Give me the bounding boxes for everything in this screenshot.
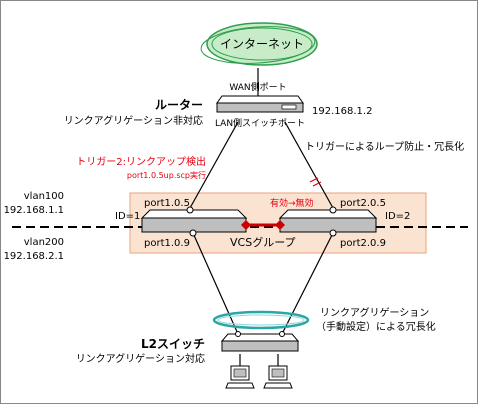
trigger-title: トリガー2:リンクアップ検出 [76, 155, 206, 168]
link-break-mark [309, 177, 322, 187]
vcs-port-right [275, 220, 285, 230]
loop-prevention-note: トリガーによるループ防止・冗長化 [305, 140, 464, 153]
l2-switch-subtitle: リンクアグリゲーション対応 [76, 352, 205, 365]
vcs-port-left [241, 220, 251, 230]
link-router-switch1 [189, 121, 239, 209]
internet-cloud [200, 22, 318, 66]
l2-switch-device [220, 333, 300, 352]
port-2-0-9: port2.0.9 [340, 238, 386, 249]
router-subtitle: リンクアグリゲーション非対応 [64, 114, 203, 127]
vlan200-ip: 192.168.2.1 [4, 251, 64, 262]
port-dots [186, 206, 337, 237]
switch1-id: ID=1 [115, 211, 140, 222]
lan-port-label: LAN側スイッチポート [215, 117, 305, 129]
link-switch1-l2 [192, 232, 239, 335]
link-router-switch2 [284, 121, 334, 209]
router-title: ルーター [155, 98, 203, 112]
internet-label: インターネット [220, 37, 304, 51]
state-change-label: 有効→無効 [270, 197, 314, 209]
switch2-id: ID=2 [385, 211, 410, 222]
link-aggregation-ring [212, 310, 310, 330]
connection-lines [189, 68, 334, 366]
vlan100-ip: 192.168.1.1 [4, 205, 64, 216]
port-2-0-5: port2.0.5 [340, 198, 386, 209]
vlan200-name: vlan200 [24, 237, 64, 248]
lag-title: リンクアグリゲーション [320, 306, 429, 319]
port-1-0-5: port1.0.5 [144, 198, 190, 209]
l2-switch-title: L2スイッチ [141, 337, 205, 351]
pc-icon [263, 365, 293, 389]
vcs-group-label: VCSグループ [230, 235, 296, 249]
link-switch2-l2 [281, 232, 334, 335]
lag-subtitle: （手動設定）による冗長化 [316, 320, 436, 333]
l2-port-left [235, 331, 241, 337]
pc-icon [225, 365, 255, 389]
wan-port-label: WAN側ポート [229, 81, 286, 93]
l2-port-right [279, 331, 285, 337]
vlan100-name: vlan100 [24, 191, 64, 202]
router-ip: 192.168.1.2 [312, 106, 372, 117]
router-device [216, 95, 304, 113]
switch-id1 [140, 209, 248, 233]
port-1-0-9: port1.0.9 [144, 238, 190, 249]
switch-id2 [278, 209, 378, 233]
trigger-script: port1.0.5up.scp実行 [127, 170, 206, 180]
